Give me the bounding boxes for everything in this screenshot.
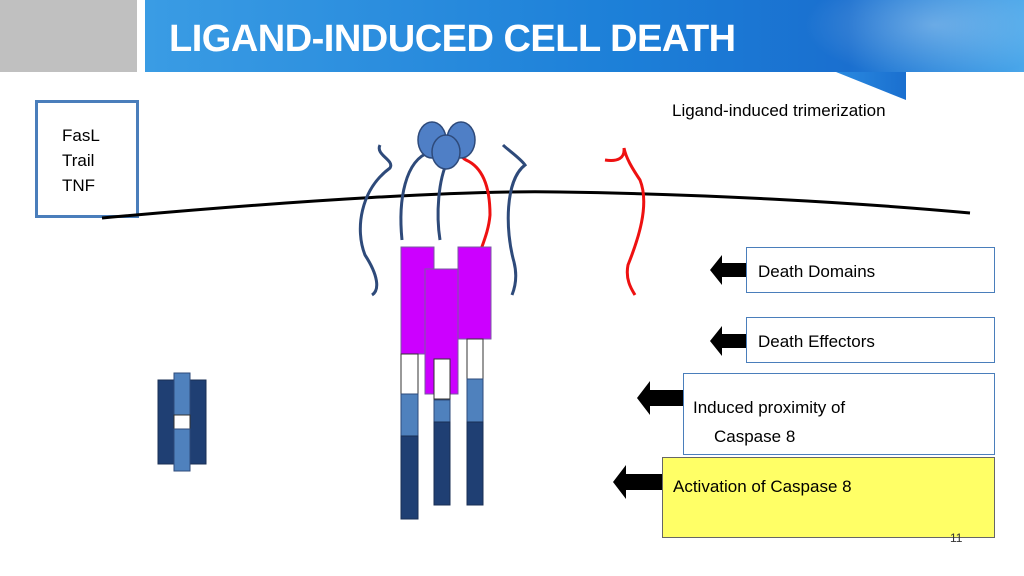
blue-receptor-4	[501, 143, 528, 296]
caspase-prodomains	[400, 378, 484, 437]
ligand-trimer-icon	[417, 121, 476, 170]
ligand-item-trail: Trail	[62, 151, 95, 170]
active-caspase-8-icon	[157, 372, 207, 472]
arrow-activation-caspase-icon	[613, 465, 665, 499]
blue-receptors	[358, 143, 528, 297]
adaptor-gaps	[400, 338, 484, 400]
caspase-domain-1	[400, 435, 419, 520]
adaptor-gap-2	[433, 358, 451, 400]
arrow-death-effectors-icon	[710, 326, 750, 356]
ligand-list: FasL Trail TNF	[62, 123, 100, 198]
label-death-effectors: Death Effectors	[746, 317, 995, 363]
label-induced-proximity-line-1: Induced proximity of	[693, 398, 846, 417]
label-induced-proximity: Induced proximity of Caspase 8	[683, 373, 995, 455]
blue-receptor-2	[399, 150, 431, 241]
caspase-prodomain-2	[433, 399, 451, 423]
arrow-death-domains-icon	[710, 255, 750, 285]
label-death-effectors-text: Death Effectors	[758, 332, 875, 351]
pointer-arrows	[613, 255, 750, 499]
caspase-prodomain-1	[400, 393, 419, 437]
label-death-domains-text: Death Domains	[758, 262, 876, 281]
ligand-subunit-3	[431, 134, 461, 170]
label-induced-proximity-line-2: Caspase 8	[714, 427, 796, 446]
trimerization-caption: Ligand-induced trimerization	[672, 101, 886, 120]
active-caspase-right-half	[189, 379, 207, 465]
active-caspase-left-half	[157, 379, 175, 465]
red-receptor-2	[604, 147, 646, 296]
active-caspase-center-top	[173, 372, 191, 416]
caspase-domain-2	[433, 421, 451, 506]
caspase-domains	[400, 421, 484, 520]
active-caspase-center-bottom	[173, 428, 191, 472]
label-death-domains: Death Domains	[746, 247, 995, 293]
header-grey-block	[0, 0, 137, 72]
adaptor-gap-1	[400, 353, 419, 395]
cell-membrane	[101, 190, 971, 220]
active-caspase-center-gap	[173, 414, 191, 430]
page-number: 11	[950, 531, 963, 545]
adaptor-gap-3	[466, 338, 484, 380]
caspase-domain-3	[466, 421, 484, 506]
slide-title: LIGAND-INDUCED CELL DEATH	[169, 18, 736, 60]
arrow-induced-proximity-icon	[637, 381, 690, 415]
header-bar: LIGAND-INDUCED CELL DEATH	[145, 0, 1024, 72]
blue-receptor-1	[358, 144, 393, 297]
death-domain-3	[457, 246, 492, 340]
label-activation-caspase-8-text: Activation of Caspase 8	[673, 477, 852, 496]
label-activation-caspase-8: Activation of Caspase 8	[662, 457, 995, 538]
ligand-item-fasl: FasL	[62, 126, 100, 145]
blue-receptor-3	[436, 159, 450, 241]
ligand-item-tnf: TNF	[62, 176, 96, 195]
ligand-box: FasL Trail TNF	[35, 100, 139, 218]
caspase-prodomain-3	[466, 378, 484, 423]
